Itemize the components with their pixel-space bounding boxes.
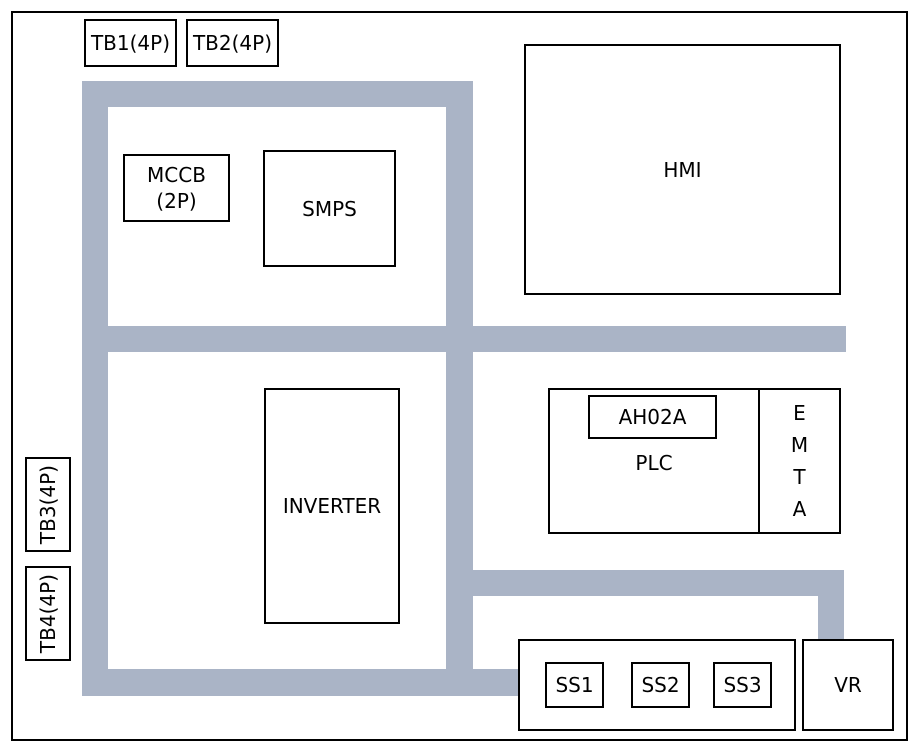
mccb-breaker: MCCB (2P) — [123, 154, 230, 222]
emta-letter-t: T — [793, 465, 806, 489]
tb4-label: TB4(4P) — [36, 573, 60, 654]
selector-switch-ss2: SS2 — [631, 662, 690, 708]
terminal-block-tb4: TB4(4P) — [25, 566, 71, 661]
hmi-screen: HMI — [524, 44, 841, 295]
wire-duct-lower-right-h — [473, 570, 844, 596]
tb3-label: TB3(4P) — [36, 464, 60, 545]
terminal-block-tb1: TB1(4P) — [84, 19, 177, 67]
emta-letters: E M T A — [791, 397, 808, 525]
mccb-poles: (2P) — [156, 189, 197, 213]
wire-duct-horizontal — [473, 326, 846, 352]
ah02a-module: AH02A — [588, 395, 717, 439]
emta-module: E M T A — [758, 388, 841, 534]
variable-resistor-vr: VR — [802, 639, 894, 731]
panel-frame — [11, 11, 908, 741]
mccb-label: MCCB — [147, 163, 206, 187]
emta-letter-m: M — [790, 433, 809, 457]
plc-label: PLC — [635, 451, 673, 475]
terminal-block-tb2: TB2(4P) — [186, 19, 279, 67]
selector-switch-ss3: SS3 — [713, 662, 772, 708]
wire-duct-lower-right-v — [818, 570, 844, 642]
smps-unit: SMPS — [263, 150, 396, 267]
terminal-block-tb3: TB3(4P) — [25, 457, 71, 552]
wire-duct-bottom-ext — [473, 669, 523, 696]
inverter-unit: INVERTER — [264, 388, 400, 624]
emta-letter-a: A — [792, 497, 807, 521]
selector-switch-ss1: SS1 — [545, 662, 604, 708]
emta-letter-e: E — [793, 401, 806, 425]
